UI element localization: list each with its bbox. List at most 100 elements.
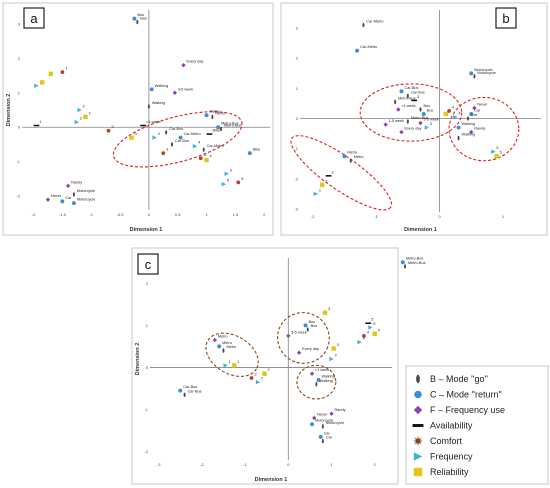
cluster-ellipse: [205, 332, 259, 377]
legend-label: Comfort: [430, 436, 463, 446]
legend-marker: [413, 467, 423, 477]
data-point: [368, 325, 373, 330]
x-tick-label: 0.5: [175, 212, 181, 217]
point-label: 4: [367, 330, 369, 334]
panel-b-letter-box: [495, 7, 517, 29]
point-label: 1: [229, 360, 231, 364]
point-label: 2: [255, 372, 257, 376]
x-axis-title: Dimension 1: [404, 227, 437, 233]
point-label: Every day: [186, 60, 203, 64]
point-label: 2: [80, 117, 82, 121]
data-point: [170, 142, 173, 147]
data-point: [247, 151, 252, 156]
y-tick-label: 2: [18, 56, 21, 61]
point-label: 3: [135, 132, 137, 136]
y-tick-label: 1: [296, 86, 299, 91]
point-label: Motorcycle: [77, 198, 95, 202]
legend-items: B – Mode ''go''C – Mode ''return''F – Fr…: [412, 374, 505, 477]
point-label: 5: [230, 168, 232, 172]
panel-c-letter: c: [145, 257, 152, 272]
legend-label: Reliability: [430, 467, 469, 477]
data-point: [331, 346, 336, 351]
point-label: Bus: [137, 13, 144, 17]
y-tick-label: 3: [18, 21, 21, 26]
data-point: [60, 70, 65, 74]
data-point: [362, 333, 366, 338]
point-label: Metro-Bus: [398, 96, 416, 100]
panel-c-letter-box: [137, 253, 159, 275]
point-label: Walking: [322, 375, 335, 379]
data-point: [136, 19, 139, 25]
data-point: [149, 87, 154, 92]
point-label: Metro-Bus: [406, 257, 424, 261]
y-tick-label: 0: [18, 125, 21, 130]
legend-label: Frequency: [430, 452, 473, 462]
x-tick-label: 1.5: [233, 212, 239, 217]
legend-label: B – Mode ''go'': [430, 374, 488, 384]
point-label: Walking: [152, 101, 165, 105]
cluster-ellipse: [112, 111, 243, 168]
data-point: [411, 99, 418, 102]
point-label: 3: [337, 343, 339, 347]
point-label: Walking: [155, 84, 168, 88]
point-label: Motorcycle: [477, 71, 495, 75]
y-axis-title: Dimension 2: [6, 94, 12, 127]
point-label: Bus: [140, 17, 147, 21]
x-tick-label: -0.5: [117, 212, 125, 217]
data-point: [219, 126, 222, 132]
point-label: Never: [317, 412, 328, 416]
point-label: Rarely: [474, 127, 485, 131]
data-point: [316, 378, 321, 383]
point-label: 2: [261, 377, 263, 381]
panel-a-letter-box: [23, 7, 45, 29]
point-label: Metro: [226, 345, 236, 349]
point-label: Every day: [404, 127, 421, 131]
y-tick-label: -1: [144, 407, 148, 412]
data-point: [456, 125, 461, 130]
x-tick-label: -1: [243, 462, 247, 467]
point-label: 2: [83, 105, 85, 109]
y-tick-label: 1: [146, 323, 149, 328]
x-tick-label: -2: [311, 214, 315, 219]
data-point: [443, 111, 449, 117]
data-point: [418, 120, 423, 126]
point-label: Bike: [212, 129, 219, 133]
point-label: Never: [477, 102, 488, 106]
point-label: 5: [227, 179, 229, 183]
point-label: Car-Metro: [184, 132, 201, 136]
point-label: Motorcycle: [326, 421, 344, 425]
data-point: [400, 260, 405, 265]
point-label: <1 week: [315, 368, 329, 372]
point-label: Car: [471, 113, 478, 117]
legend-label: F – Frequency use: [430, 405, 505, 415]
point-label: 4: [452, 106, 454, 110]
data-point: [303, 323, 308, 328]
data-point: [181, 62, 186, 68]
x-axis-title: Dimension 1: [255, 477, 288, 483]
data-point: [329, 411, 334, 416]
x-tick-label: 0: [438, 214, 441, 219]
y-tick-label: -1: [294, 146, 298, 151]
x-tick-label: 2: [263, 212, 266, 217]
point-label: Metro-Bus: [221, 122, 239, 126]
point-label: 3: [430, 122, 432, 126]
data-point: [255, 379, 261, 385]
data-point: [396, 107, 401, 112]
data-point: [406, 93, 409, 99]
data-point: [77, 107, 82, 113]
point-label: 4: [210, 155, 212, 159]
point-label: 3-5 week: [424, 118, 440, 122]
data-point: [217, 344, 222, 349]
point-label: Bus: [311, 324, 318, 328]
data-point: [467, 116, 470, 121]
cluster-ellipse: [296, 364, 337, 400]
point-label: 4: [198, 141, 200, 145]
point-label: Metro-Bus: [411, 116, 429, 120]
data-point: [249, 376, 254, 380]
data-point: [106, 128, 111, 133]
point-label: 5: [500, 151, 502, 155]
data-point: [329, 356, 334, 362]
point-label: 4: [204, 153, 206, 157]
